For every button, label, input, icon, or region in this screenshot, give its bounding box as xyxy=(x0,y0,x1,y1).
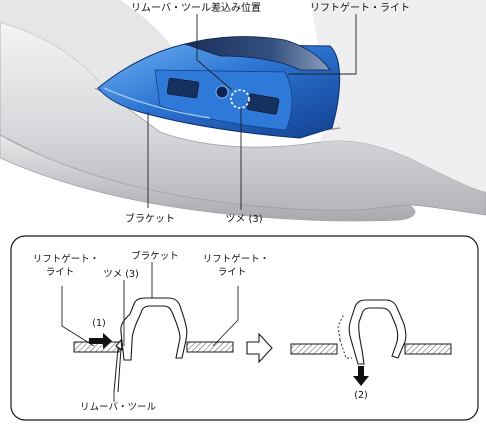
leader-liftgate-light-top xyxy=(288,14,357,75)
label-bracket-top: ブラケット xyxy=(125,212,175,225)
panel-right-area xyxy=(310,0,486,192)
claw-original-dashed xyxy=(337,313,352,359)
label-liftgate-light-top: リフトゲート・ライト xyxy=(310,2,410,14)
bracket-section-displaced xyxy=(348,299,407,365)
label-liftgate-right-1: リフトゲート・ xyxy=(203,253,270,265)
label-claw-top: ツメ (3) xyxy=(225,214,262,225)
label-liftgate-left-1: リフトゲート・ xyxy=(33,253,100,265)
remover-tool xyxy=(113,347,122,393)
top-illustration: リムーバ・ツール差込み位置 リフトゲート・ライト ブラケット ツメ (3) xyxy=(0,0,486,225)
lamp-socket-right xyxy=(246,93,280,115)
label-step1: (1) xyxy=(92,318,105,329)
insert-position-marker xyxy=(230,89,250,109)
lamp-socket-left xyxy=(166,77,200,99)
section-diagram: リフトゲート・ ライト ツメ (3) ブラケット リフトゲート・ ライト (1)… xyxy=(10,235,479,421)
transition-arrow xyxy=(246,332,273,364)
label-bracket: ブラケット xyxy=(131,250,179,262)
panel-lower-lip xyxy=(0,134,416,222)
label-liftgate-left-2: ライト xyxy=(46,267,75,278)
leader-liftgate-right xyxy=(212,286,239,347)
section-before: リフトゲート・ ライト ツメ (3) ブラケット リフトゲート・ ライト (1)… xyxy=(33,250,270,413)
lamp-connector xyxy=(215,85,229,99)
arrow-step1 xyxy=(89,333,112,349)
label-claw: ツメ (3) xyxy=(103,269,138,280)
label-step2: (2) xyxy=(354,390,367,401)
liftgate-panel-right-b xyxy=(404,343,452,355)
bracket-claw xyxy=(115,338,123,352)
leader-liftgate-left xyxy=(61,286,95,347)
liftgate-panel-left-b xyxy=(186,341,234,353)
label-liftgate-right-2: ライト xyxy=(218,267,247,278)
label-remover-tool: リムーバ・ツール xyxy=(80,402,156,413)
lamp-highlight xyxy=(103,87,211,119)
label-remover-insert-position: リムーバ・ツール差込み位置 xyxy=(131,1,261,14)
liftgate-panel-right-a xyxy=(290,343,338,355)
lamp-lens xyxy=(183,36,331,71)
arrow-step2 xyxy=(353,366,369,386)
section-after: (2) xyxy=(290,299,452,401)
leader-remover-insert xyxy=(196,14,233,91)
bracket-section xyxy=(120,297,188,361)
